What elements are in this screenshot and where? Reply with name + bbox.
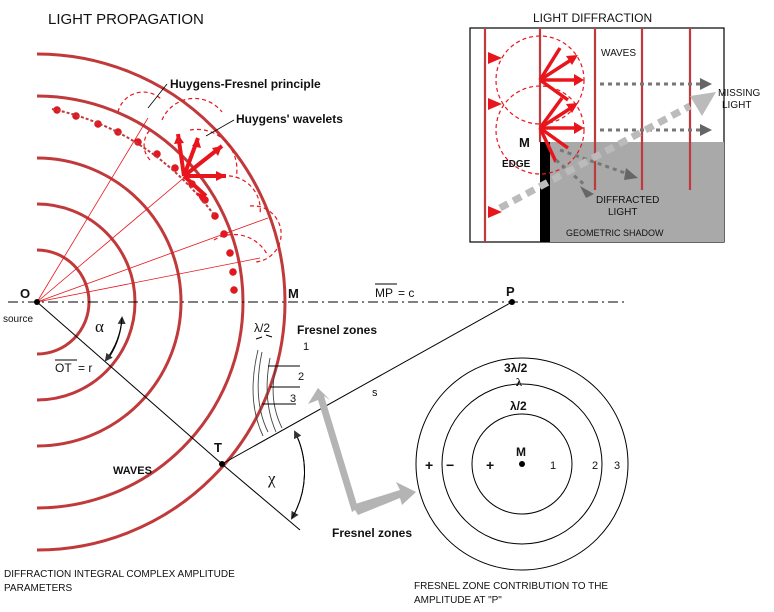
label-s: s	[372, 387, 378, 399]
caption-left-1: DIFFRACTION INTEGRAL COMPLEX AMPLITUDE	[4, 569, 235, 580]
inset-geometric-shadow: GEOMETRIC SHADOW	[566, 228, 664, 238]
geometric-shadow	[541, 142, 724, 242]
inset-m: M	[519, 135, 530, 150]
zone-num-2: 2	[592, 460, 598, 472]
label-chi: χ	[267, 469, 276, 488]
wavelet-sources	[53, 106, 238, 294]
label-zone-3: 3	[290, 393, 296, 405]
wavefront-5	[36, 52, 287, 552]
zone-num-3: 3	[614, 460, 620, 472]
zone-num-1: 1	[550, 460, 556, 472]
label-t: T	[214, 440, 222, 455]
svg-text:MP: MP	[375, 286, 393, 300]
point-o	[34, 299, 40, 305]
label-m: M	[288, 286, 299, 301]
zone-label-center: M	[516, 445, 526, 459]
inset-missing-1: MISSING	[718, 88, 760, 99]
label-alpha: α	[95, 317, 104, 336]
label-huygens-wavelets: Huygens' wavelets	[236, 112, 343, 126]
caption-right-1: FRESNEL ZONE CONTRIBUTION TO THE	[414, 581, 608, 592]
point-p	[509, 299, 515, 305]
line-ot	[36, 301, 223, 465]
label-o: O	[20, 286, 30, 301]
label-ot: OT = r	[55, 359, 92, 375]
wavelet-chain	[51, 108, 216, 217]
svg-text:OT: OT	[55, 361, 72, 375]
label-lambda-half: λ/2	[254, 321, 270, 335]
huygens-wavelets	[117, 91, 282, 263]
main-title: LIGHT PROPAGATION	[48, 11, 204, 28]
label-huygens-fresnel: Huygens-Fresnel principle	[170, 77, 321, 91]
fresnel-zone-circles	[415, 357, 629, 571]
zone-label-inner: λ/2	[510, 399, 527, 413]
caption-left-2: PARAMETERS	[4, 583, 72, 594]
label-zone-1: 1	[303, 341, 309, 353]
zone-center-m	[519, 461, 525, 467]
inset-waves: WAVES	[601, 48, 636, 59]
fresnel-zone-ticks	[262, 365, 300, 405]
zone-label-middle: λ	[516, 375, 522, 389]
wavefront-3	[36, 156, 183, 448]
rays	[36, 117, 269, 303]
label-p: P	[506, 284, 515, 299]
zone-sign-minus: −	[446, 457, 454, 473]
grey-zone-arrow	[308, 388, 416, 515]
label-zone-2: 2	[298, 371, 304, 383]
leader-wavelets	[205, 119, 235, 137]
label-mp: MP = c	[375, 283, 414, 300]
point-t	[219, 461, 225, 467]
label-waves: WAVES	[113, 465, 152, 477]
lambda-marks	[255, 334, 273, 340]
label-source: source	[3, 314, 33, 325]
inset-edge: EDGE	[502, 159, 531, 170]
zone-sign-plus-left: +	[425, 457, 433, 473]
inset-missing-2: LIGHT	[722, 100, 751, 111]
inset-diffracted-2: LIGHT	[608, 207, 637, 218]
svg-text:= c: = c	[398, 286, 414, 300]
label-fresnel-zones-bottom: Fresnel zones	[332, 526, 412, 540]
wavelet-arrows	[174, 133, 226, 201]
edge-screen	[540, 142, 550, 242]
label-fresnel-zones-top: Fresnel zones	[297, 323, 377, 337]
leader-hf	[147, 83, 168, 109]
zone-sign-plus-inner: +	[486, 457, 494, 473]
line-tp	[221, 301, 513, 465]
svg-text:= r: = r	[78, 361, 92, 375]
caption-right-2: AMPLITUDE AT "P"	[414, 595, 502, 606]
inset-panel: WAVES MISSING LIGHT M EDGE DIFFRACTED LI…	[469, 27, 760, 243]
zone-label-outer: 3λ/2	[504, 361, 528, 375]
inset-diffracted-1: DIFFRACTED	[596, 195, 659, 206]
line-t-ext	[221, 463, 301, 531]
inset-title: LIGHT DIFFRACTION	[533, 11, 652, 25]
